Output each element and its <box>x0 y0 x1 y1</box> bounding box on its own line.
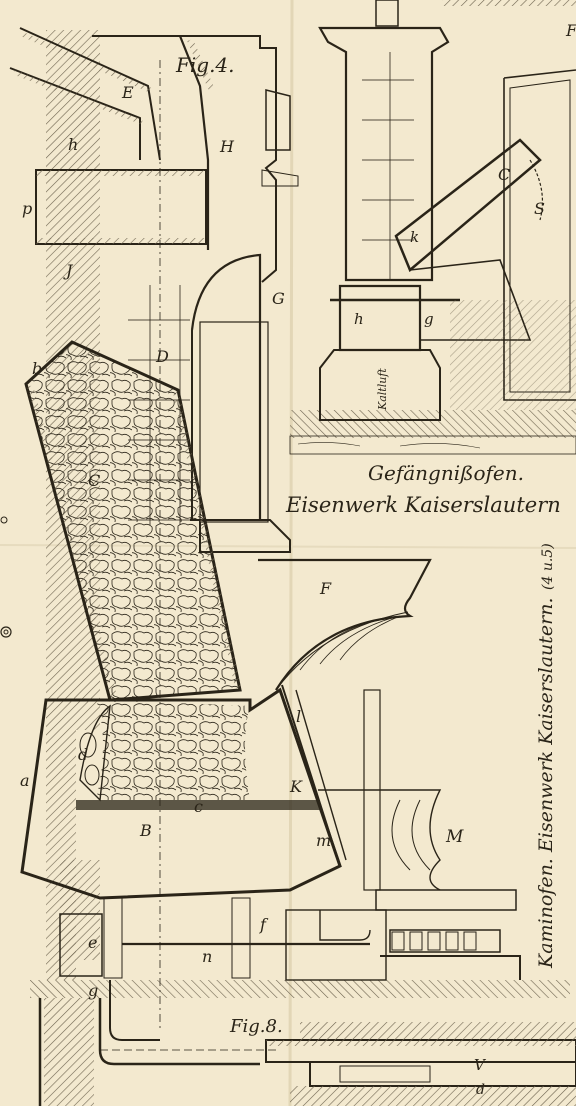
label-V: V <box>474 1056 487 1074</box>
label-S: S <box>534 199 545 218</box>
label-B: B <box>139 821 152 840</box>
fig8-title: Fig.8. <box>229 1016 283 1037</box>
label-fig-right-cut: F <box>565 21 576 40</box>
label-b: b <box>32 359 42 378</box>
label-M: M <box>445 827 464 847</box>
label-h-upper: h <box>68 135 78 154</box>
label-e: e <box>88 933 97 952</box>
label-l: l <box>296 707 301 726</box>
fireplace-stove-caption-note: (4 u.5) <box>540 543 556 590</box>
label-h-right: h <box>354 310 364 328</box>
figure-titles: Fig.4. Fig.8. <box>175 53 283 1037</box>
floor-hatch <box>30 980 570 998</box>
label-g-lower: g <box>88 981 98 1000</box>
captions: Gefängnißofen. Eisenwerk Kaiserslautern … <box>285 461 561 969</box>
fig4-section-drawing <box>9 27 570 1106</box>
label-kaltluft: Kaltluft <box>376 368 389 411</box>
fig4-title: Fig.4. <box>175 53 235 77</box>
margin-marks <box>0 516 12 638</box>
label-p: p <box>22 199 32 218</box>
label-d-bottom: d <box>476 1082 485 1098</box>
label-G: G <box>272 289 285 308</box>
label-F: F <box>319 579 332 598</box>
prison-stove-caption-line2: Eisenwerk Kaiserslautern <box>285 493 561 517</box>
fireplace-stove-caption: Kaminofen. Eisenwerk Kaiserslautern. <box>535 597 557 969</box>
label-m: m <box>316 831 331 850</box>
label-K: K <box>289 777 303 796</box>
part-labels: E h p H J G D b C F d a l K c B m M f e … <box>20 21 576 1098</box>
label-H: H <box>219 137 235 156</box>
prison-stove-caption-line1: Gefängnißofen. <box>368 461 524 485</box>
label-c-lower: c <box>194 797 203 816</box>
label-f: f <box>259 915 269 934</box>
prison-stove-drawing <box>289 0 576 455</box>
label-a: a <box>20 771 30 790</box>
label-g-right: g <box>424 310 434 328</box>
label-C: C <box>88 471 100 490</box>
fig8-drawing <box>265 1022 576 1106</box>
label-C-upper: C <box>498 165 510 184</box>
label-E: E <box>121 83 134 102</box>
label-n: n <box>202 947 212 966</box>
label-k: k <box>410 228 419 246</box>
label-D: D <box>155 347 169 366</box>
label-d: d <box>78 745 88 764</box>
label-J: J <box>63 261 74 280</box>
